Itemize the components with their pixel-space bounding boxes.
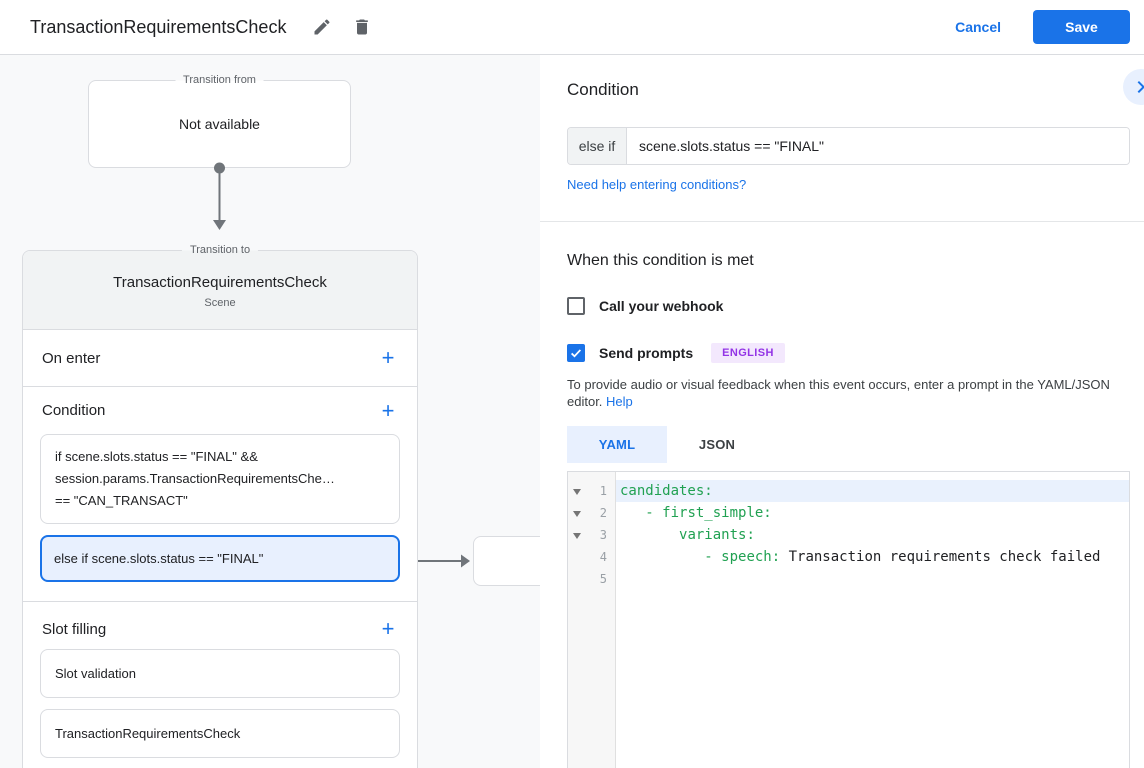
- call-webhook-checkbox[interactable]: [567, 297, 585, 315]
- edit-icon[interactable]: [310, 15, 334, 39]
- code-line: variants:: [679, 527, 755, 543]
- line-number: 5: [599, 572, 607, 586]
- code-line: - speech: Transaction requirements check…: [704, 549, 1101, 565]
- transition-to-legend: Transition to: [181, 244, 259, 257]
- line-number: 4: [599, 550, 607, 564]
- prompt-help-link[interactable]: Help: [606, 394, 633, 409]
- transition-from-legend: Transition from: [175, 74, 264, 87]
- yaml-code-editor[interactable]: 1 2 3 4 5 candidates: - first_simple: va…: [567, 471, 1130, 768]
- editor-gutter: 1 2 3 4 5: [568, 472, 616, 768]
- checkmark-icon: [571, 349, 582, 358]
- code-line: candidates:: [616, 480, 1129, 502]
- prompt-hint-text: To provide audio or visual feedback when…: [567, 376, 1119, 410]
- fold-toggle-icon[interactable]: [573, 533, 581, 539]
- condition-line: else if scene.slots.status == "FINAL": [54, 550, 264, 566]
- add-condition-button[interactable]: +: [375, 398, 401, 424]
- language-badge: ENGLISH: [711, 343, 785, 363]
- scene-card-header: TransactionRequirementsCheck Scene: [23, 251, 417, 330]
- condition-line: == "CAN_TRANSACT": [55, 493, 188, 508]
- slot-filling-section: Slot filling + Slot validation Transacti…: [23, 602, 417, 758]
- scene-diagram-canvas: Transition from Not available Transition…: [0, 55, 540, 768]
- condition-section-label: Condition: [42, 402, 106, 419]
- on-enter-label: On enter: [42, 349, 101, 367]
- condition-expression-input[interactable]: [627, 128, 1129, 164]
- line-number: 1: [599, 484, 607, 498]
- when-condition-met-title: When this condition is met: [567, 252, 754, 269]
- condition-line: if scene.slots.status == "FINAL" &&: [55, 449, 258, 464]
- conditions-help-link[interactable]: Need help entering conditions?: [567, 177, 747, 192]
- slot-filling-label: Slot filling: [42, 620, 107, 638]
- scene-card: Transition to TransactionRequirementsChe…: [22, 244, 418, 768]
- tab-yaml[interactable]: YAML: [567, 426, 667, 463]
- code-line: - first_simple:: [645, 505, 772, 521]
- collapse-panel-button[interactable]: [1123, 69, 1144, 105]
- call-webhook-label: Call your webhook: [599, 298, 724, 314]
- line-number: 3: [599, 528, 607, 542]
- transition-from-box: Transition from Not available: [88, 74, 351, 168]
- fold-toggle-icon[interactable]: [573, 489, 581, 495]
- transition-target-box[interactable]: [473, 536, 540, 586]
- slot-item-label: Slot validation: [55, 666, 136, 681]
- scene-card-subtitle: Scene: [204, 297, 236, 309]
- chevron-right-icon: [1137, 81, 1144, 93]
- top-bar: TransactionRequirementsCheck Cancel Save: [0, 0, 1144, 55]
- condition-header-section: Condition else if Need help entering con…: [540, 55, 1144, 222]
- add-slot-button[interactable]: +: [375, 616, 401, 642]
- add-on-enter-button[interactable]: +: [375, 345, 401, 371]
- scene-card-title: TransactionRequirementsCheck: [113, 274, 327, 291]
- line-number: 2: [599, 506, 607, 520]
- transition-from-value: Not available: [179, 116, 260, 132]
- code-line: [616, 568, 1129, 590]
- cancel-button[interactable]: Cancel: [955, 19, 1001, 35]
- slot-item[interactable]: TransactionRequirementsCheck: [40, 709, 400, 758]
- tab-json[interactable]: JSON: [698, 437, 736, 452]
- condition-section: Condition + if scene.slots.status == "FI…: [23, 387, 417, 602]
- when-condition-met-section: When this condition is met Call your web…: [540, 222, 1144, 768]
- prompt-hint-body: To provide audio or visual feedback when…: [567, 377, 1110, 409]
- slot-item[interactable]: Slot validation: [40, 649, 400, 698]
- slot-item-label: TransactionRequirementsCheck: [55, 726, 241, 741]
- panel-title: Condition: [567, 80, 639, 99]
- editor-code-area[interactable]: candidates: - first_simple: variants: - …: [616, 472, 1129, 768]
- editor-format-tabs: YAML JSON: [567, 426, 1130, 463]
- delete-icon[interactable]: [350, 15, 374, 39]
- send-prompts-label: Send prompts: [599, 345, 694, 361]
- condition-editor-panel: Condition else if Need help entering con…: [540, 55, 1144, 768]
- condition-line: session.params.TransactionRequirementsCh…: [55, 471, 335, 486]
- condition-item[interactable]: if scene.slots.status == "FINAL" && sess…: [40, 434, 400, 524]
- page-title: TransactionRequirementsCheck: [30, 16, 287, 37]
- save-button[interactable]: Save: [1033, 10, 1130, 44]
- on-enter-section: On enter +: [23, 330, 417, 387]
- send-prompts-checkbox[interactable]: [567, 344, 585, 362]
- condition-expression-row: else if: [567, 127, 1130, 165]
- condition-item-selected[interactable]: else if scene.slots.status == "FINAL": [40, 535, 400, 582]
- fold-toggle-icon[interactable]: [573, 511, 581, 517]
- condition-prefix-label: else if: [568, 128, 627, 164]
